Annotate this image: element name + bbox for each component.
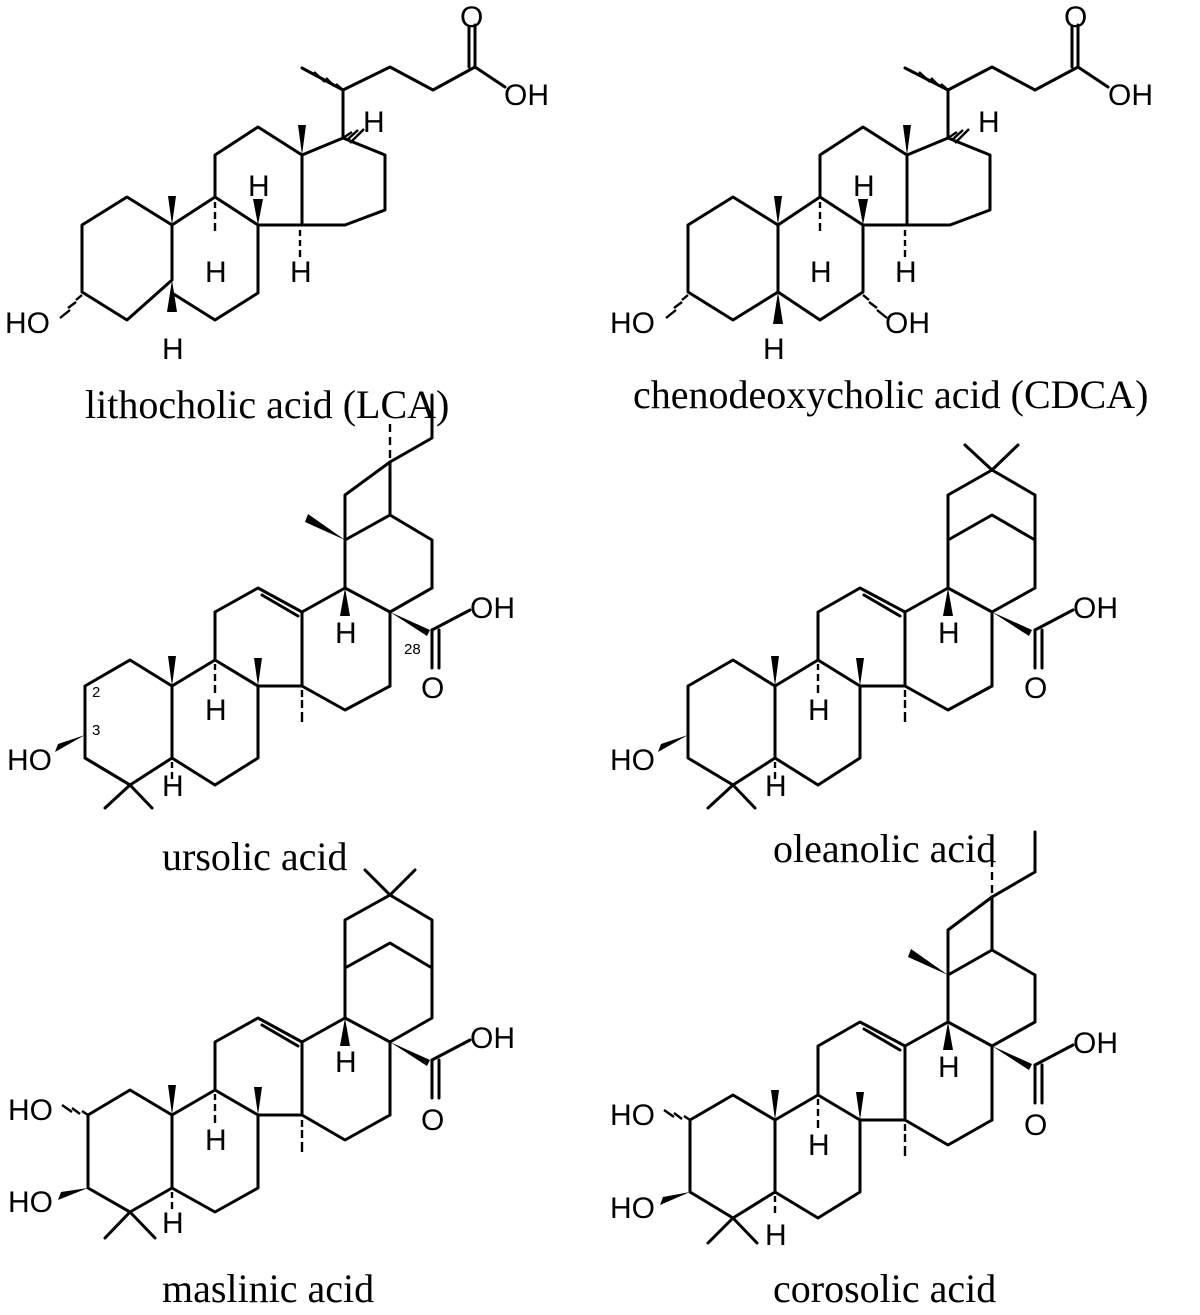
- maslinic-ho2-label: HO: [8, 1094, 53, 1127]
- cdca-h8-label: H: [853, 170, 875, 203]
- cdca-h9-label: H: [810, 256, 832, 289]
- maslinic-h5-label: H: [162, 1207, 184, 1240]
- structure-lca: OH O H H H H HO H lithocholic acid (LCA): [5, 1, 549, 427]
- cdca-oh7-label: OH: [885, 307, 930, 340]
- oleanolic-caption: oleanolic acid: [773, 826, 996, 871]
- cdca-o-label: O: [1064, 1, 1087, 34]
- corosolic-ho2-label: HO: [610, 1099, 655, 1132]
- structure-cdca: OH O H H H H HO OH H chenodeoxycholic ac…: [610, 1, 1153, 417]
- oleanolic-oh-label: OH: [1073, 592, 1118, 625]
- cdca-h17-label: H: [978, 106, 1000, 139]
- maslinic-h18-label: H: [335, 1046, 357, 1079]
- ursolic-ho-label: HO: [7, 744, 52, 777]
- corosolic-oh-label: OH: [1073, 1027, 1118, 1060]
- ursolic-h18-label: H: [335, 617, 357, 650]
- structure-maslinic: OH O H H HO HO H maslinic acid: [8, 868, 515, 1311]
- lca-h5-label: H: [162, 333, 184, 366]
- ursolic-oh-label: OH: [470, 592, 515, 625]
- lca-h8-label: H: [248, 170, 270, 203]
- structure-oleanolic: OH O H H HO H oleanolic acid: [610, 443, 1118, 871]
- ursolic-o-label: O: [421, 672, 444, 705]
- cdca-ho-label: HO: [610, 307, 655, 340]
- maslinic-h9-label: H: [205, 1124, 227, 1157]
- maslinic-oh-label: OH: [470, 1022, 515, 1055]
- oleanolic-o-label: O: [1024, 672, 1047, 705]
- ursolic-pos2: 2: [92, 684, 100, 701]
- structure-ursolic: OH O H H HO H 2 3 28 ursolic acid: [7, 393, 515, 879]
- corosolic-h9-label: H: [808, 1129, 830, 1162]
- corosolic-ho3-label: HO: [610, 1192, 655, 1225]
- maslinic-o-label: O: [421, 1104, 444, 1137]
- oleanolic-h9-label: H: [808, 694, 830, 727]
- structure-corosolic: OH O H H HO HO H corosolic acid: [610, 830, 1118, 1311]
- lca-h9-label: H: [205, 256, 227, 289]
- corosolic-o-label: O: [1024, 1109, 1047, 1142]
- corosolic-h18-label: H: [938, 1051, 960, 1084]
- cdca-caption: chenodeoxycholic acid (CDCA): [633, 372, 1148, 417]
- maslinic-caption: maslinic acid: [162, 1266, 374, 1311]
- lca-oh-label: OH: [504, 79, 549, 112]
- corosolic-h5-label: H: [765, 1219, 787, 1252]
- corosolic-caption: corosolic acid: [773, 1266, 996, 1311]
- lca-h14-label: H: [290, 256, 312, 289]
- ursolic-pos28: 28: [404, 641, 421, 658]
- lca-h17-label: H: [363, 106, 385, 139]
- ursolic-caption: ursolic acid: [162, 834, 348, 879]
- ursolic-pos3: 3: [92, 722, 100, 739]
- cdca-h5-label: H: [763, 333, 785, 366]
- cdca-oh-label: OH: [1108, 79, 1153, 112]
- lca-o-label: O: [460, 1, 483, 34]
- maslinic-ho3-label: HO: [8, 1186, 53, 1219]
- lca-caption: lithocholic acid (LCA): [85, 382, 449, 427]
- ursolic-h9-label: H: [205, 694, 227, 727]
- oleanolic-ho-label: HO: [610, 744, 655, 777]
- oleanolic-h18-label: H: [938, 617, 960, 650]
- lca-ho-label: HO: [5, 307, 50, 340]
- ursolic-h5-label: H: [162, 770, 184, 803]
- oleanolic-h5-label: H: [765, 770, 787, 803]
- cdca-h14-label: H: [895, 256, 917, 289]
